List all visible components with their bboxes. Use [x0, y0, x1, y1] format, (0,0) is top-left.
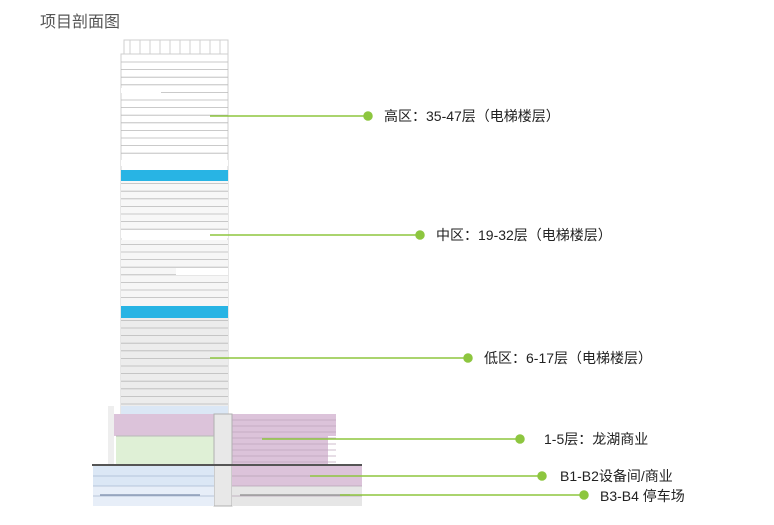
label-high-zone: 高区：35-47层（电梯楼层） — [384, 108, 560, 124]
leader-lines — [210, 111, 589, 500]
tower-body — [120, 53, 229, 415]
refuge-floor-upper — [121, 170, 228, 181]
leader-dot-mid — [415, 230, 425, 240]
leader-dot-b3b4 — [579, 490, 589, 500]
label-b3b4: B3-B4 停车场 — [600, 488, 685, 504]
refuge-floor-lower — [121, 306, 228, 318]
leader-dot-podium — [515, 434, 525, 444]
leader-dot-b1b2 — [537, 471, 547, 481]
low-zone-shade — [121, 318, 228, 406]
tower-crown — [123, 39, 229, 55]
label-podium: 1-5层：龙湖商业 — [544, 431, 649, 447]
leader-dot-high — [363, 111, 373, 121]
label-mid-zone: 中区：19-32层（电梯楼层） — [436, 227, 612, 243]
basement — [92, 464, 362, 506]
leader-dot-low — [463, 353, 473, 363]
podium — [108, 406, 336, 507]
podium-green-block — [116, 436, 214, 464]
label-b1b2: B1-B2设备间/商业 — [560, 468, 673, 484]
page-title: 项目剖面图 — [40, 14, 121, 31]
label-low-zone: 低区：6-17层（电梯楼层） — [484, 350, 653, 366]
